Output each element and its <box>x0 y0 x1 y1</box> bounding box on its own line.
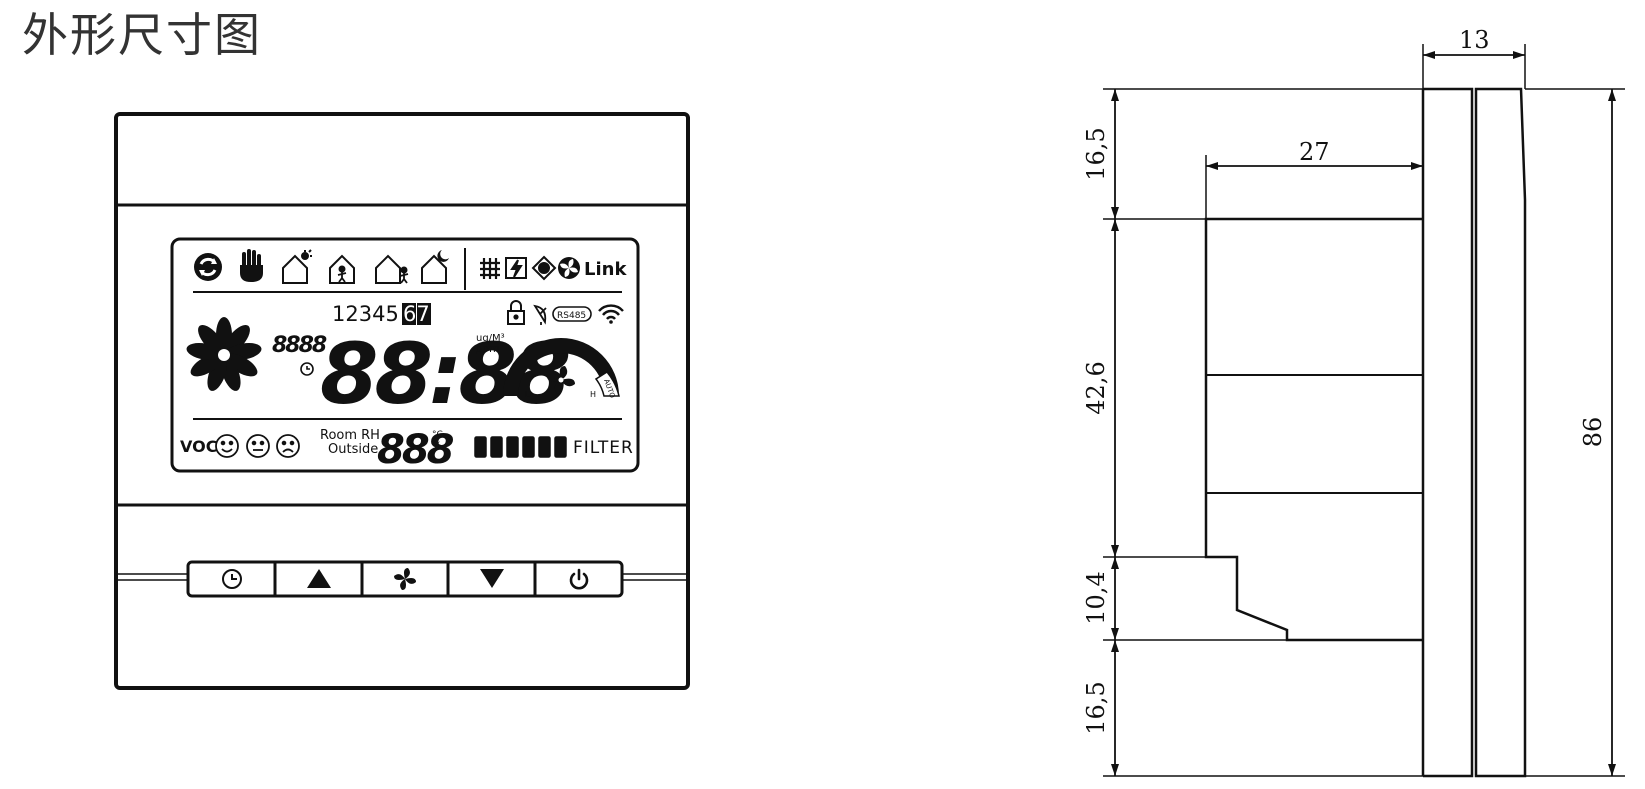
lcd-screen: Link 12345 67 RS485 <box>170 237 640 473</box>
fan-circle-icon <box>558 257 580 279</box>
fan-high-label: H <box>590 390 596 399</box>
rs485-label: RS485 <box>557 311 586 321</box>
voc-label: VOC <box>180 437 217 456</box>
fan-speed-gauge: AUTO L H <box>503 338 620 400</box>
home-moon-icon <box>421 250 449 284</box>
filter-level-segment <box>522 436 535 458</box>
fan-icon <box>394 568 416 590</box>
program-digit-highlight-6 <box>402 303 416 325</box>
front-view <box>114 112 690 690</box>
program-digit-highlight-7 <box>417 303 431 325</box>
small-digits: 8888 <box>272 333 327 358</box>
away-person-icon <box>375 254 409 284</box>
heating-grid-icon <box>480 258 500 279</box>
exchanger-icon <box>531 255 557 281</box>
power-icon <box>569 568 589 590</box>
fan-low-label: L <box>525 390 530 399</box>
dim-total-height-label: 86 <box>1579 417 1607 448</box>
link-label: Link <box>584 259 627 280</box>
unit-celsius: °C <box>432 430 443 440</box>
gauge-fan-icon <box>547 366 575 394</box>
filter-level-bars <box>474 436 567 458</box>
filter-level-segment <box>554 436 567 458</box>
happy-face-icon <box>215 434 239 458</box>
rs485-badge: RS485 <box>552 306 592 322</box>
unit-ugm3: ug/M³ <box>476 333 505 344</box>
filter-level-segment <box>490 436 503 458</box>
side-front-plate <box>1423 87 1474 778</box>
mid-digits: 888 <box>377 427 454 473</box>
dimension-arrows <box>1111 51 1616 776</box>
dim-step-height-label: 10,4 <box>1082 571 1110 624</box>
filter-level-segment <box>474 436 487 458</box>
fan-button[interactable] <box>364 564 447 594</box>
side-view <box>1204 87 1527 778</box>
triangle-up-icon <box>307 569 331 588</box>
up-button[interactable] <box>277 564 361 594</box>
neutral-face-icon <box>246 434 270 458</box>
electric-heat-icon <box>505 257 527 279</box>
triangle-down-icon <box>480 569 504 588</box>
big-digits: 88:88 <box>320 325 569 423</box>
unit-percent: % <box>433 441 442 451</box>
extension-lines <box>1103 44 1625 777</box>
dim-thickness-label: 13 <box>1459 26 1490 54</box>
program-digits-inverted: 67 <box>403 302 430 326</box>
home-person-icon <box>329 254 355 284</box>
satellite-icon <box>533 304 547 325</box>
unit-ppm: ppm <box>475 342 500 355</box>
fan-speed-gauge-auto-segment <box>594 371 620 397</box>
home-sun-icon <box>282 249 312 284</box>
side-body-outline <box>1204 217 1423 642</box>
button-bar <box>186 560 624 598</box>
sad-face-icon <box>276 434 300 458</box>
lcd-outline <box>170 237 640 473</box>
page-title: 外形尺寸图 <box>22 8 262 62</box>
front-panel-outline <box>114 112 690 690</box>
filter-level-segment <box>538 436 551 458</box>
small-clock-icon <box>300 362 314 376</box>
lock-icon <box>507 300 525 325</box>
dim-bottom-offset-label: 16,5 <box>1082 681 1110 734</box>
clock-button[interactable] <box>190 564 274 594</box>
dim-depth-label: 27 <box>1299 138 1330 166</box>
room-rh-label: Room RH <box>320 428 380 443</box>
program-digits: 12345 <box>332 302 399 326</box>
clock-icon <box>222 569 242 589</box>
manual-hand-icon <box>240 249 263 282</box>
fan-speed-gauge-arc <box>503 338 619 396</box>
wifi-icon <box>598 304 624 324</box>
fan-speed-flower-icon <box>186 317 262 391</box>
dim-top-offset-label: 16,5 <box>1082 127 1110 180</box>
cycle-icon <box>194 253 222 281</box>
filter-label: FILTER <box>573 438 634 458</box>
filter-level-segment <box>506 436 519 458</box>
power-button[interactable] <box>537 564 621 594</box>
outside-label: Outside <box>328 442 378 457</box>
side-front-plate-inner <box>1474 87 1527 778</box>
dim-body-height-label: 42,6 <box>1082 361 1110 414</box>
down-button[interactable] <box>450 564 534 594</box>
